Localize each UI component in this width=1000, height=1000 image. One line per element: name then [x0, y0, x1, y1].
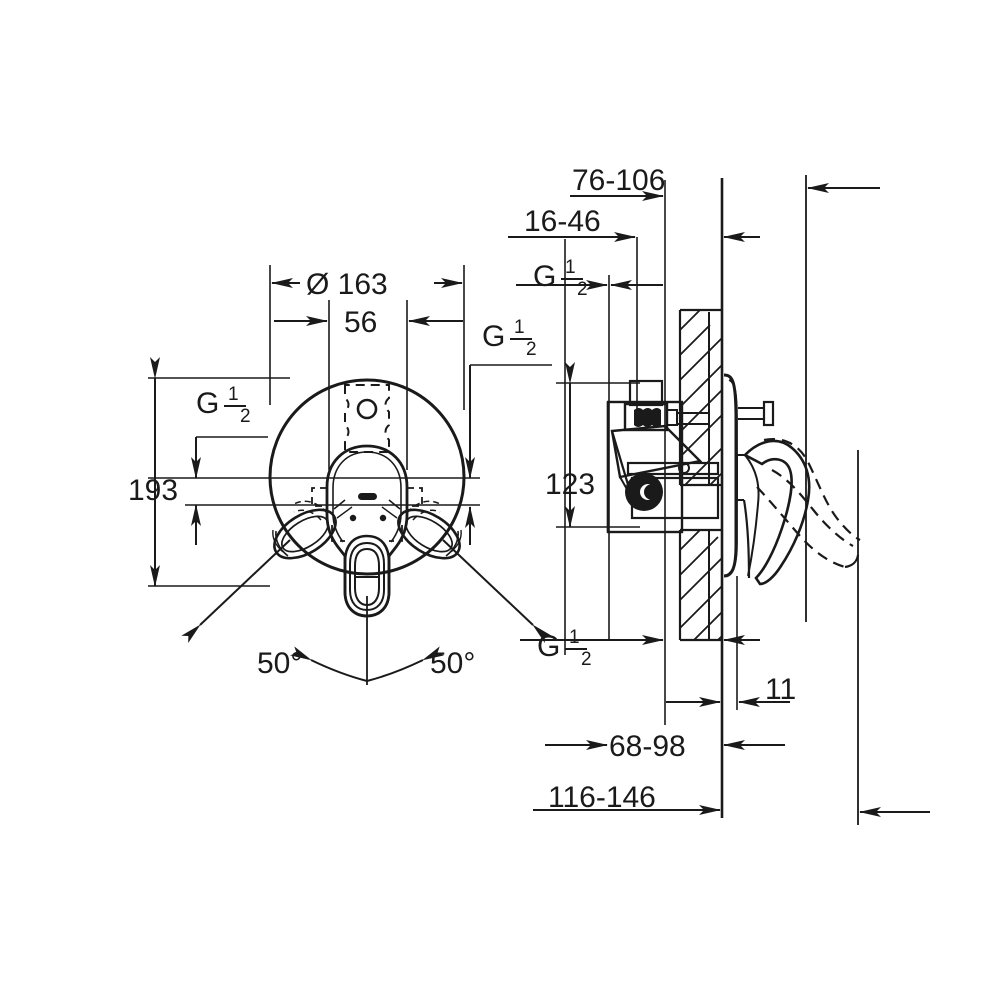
g-numerator: 1 — [514, 317, 525, 338]
g-half-front-left: G 1 2 — [196, 384, 251, 427]
front-dimensions-group — [148, 265, 552, 682]
g-letter: G — [482, 320, 505, 353]
mixer-body-outline — [325, 444, 409, 618]
label-angle-left: 50° — [257, 647, 302, 680]
label-68-98: 68-98 — [609, 730, 686, 763]
g-denominator: 2 — [240, 406, 251, 427]
wall-hatch-upper — [680, 310, 722, 485]
body-inner-line-left — [332, 451, 368, 543]
label-diameter-163: Ø 163 — [306, 268, 388, 301]
screw-dot-right — [379, 514, 387, 522]
indicator-slot — [358, 493, 377, 500]
side-view-group — [606, 178, 861, 818]
lever-handle-outline — [742, 439, 811, 586]
g-letter: G — [533, 260, 556, 293]
escutcheon-plate-side — [723, 373, 738, 578]
diverter-right-group — [381, 499, 462, 560]
label-116-146: 116-146 — [548, 781, 656, 814]
g-numerator: 1 — [569, 627, 580, 648]
escutcheon-circle — [268, 378, 466, 576]
lever-handle-base — [736, 454, 745, 501]
test-plug-hole-mask — [644, 484, 660, 500]
valve-cone-upper — [610, 424, 703, 479]
lever-handle-skirt — [742, 499, 751, 579]
label-11: 11 — [765, 673, 796, 706]
g-numerator: 1 — [565, 257, 576, 278]
inlet-shoulder — [666, 409, 678, 426]
hidden-shoulder-lines — [311, 487, 423, 542]
lever-handle-ghost — [756, 438, 861, 569]
leader-50-right — [442, 539, 552, 644]
cartridge-hole — [356, 398, 378, 420]
label-56: 56 — [344, 306, 377, 339]
body-inner-line-right — [366, 451, 402, 543]
spindle-pivot — [678, 462, 690, 474]
bolt-head — [762, 400, 775, 427]
g-denominator: 2 — [577, 279, 588, 300]
g-letter: G — [196, 387, 219, 420]
g-numerator: 1 — [228, 384, 239, 405]
g-denominator: 2 — [526, 339, 537, 360]
label-76-106: 76-106 — [572, 164, 665, 197]
g-letter: G — [537, 630, 560, 663]
label-123: 123 — [545, 468, 595, 501]
screw-dot-left — [349, 514, 357, 522]
g-half-side-bottom: G 1 2 — [537, 627, 592, 670]
front-view-group — [268, 378, 466, 685]
label-16-46: 16-46 — [524, 205, 601, 238]
angle-arc-right — [366, 646, 445, 682]
valve-lower-body — [630, 476, 720, 520]
diverter-left-group — [272, 499, 353, 560]
lever-ghost-tip — [844, 554, 860, 569]
label-193: 193 — [128, 474, 178, 507]
knurled-nut-detail — [634, 408, 661, 427]
angle-arc-left — [289, 646, 368, 682]
label-angle-right: 50° — [430, 647, 475, 680]
g-half-side-top: G 1 2 — [533, 257, 588, 300]
side-dimensions-group — [508, 175, 930, 825]
g-half-front-right: G 1 2 — [482, 317, 537, 360]
spindle-bar — [626, 461, 720, 476]
lever-handle-inner — [744, 454, 760, 577]
g-denominator: 2 — [581, 649, 592, 670]
leader-50-left — [181, 539, 291, 644]
wall-hatch-lower — [680, 530, 722, 640]
